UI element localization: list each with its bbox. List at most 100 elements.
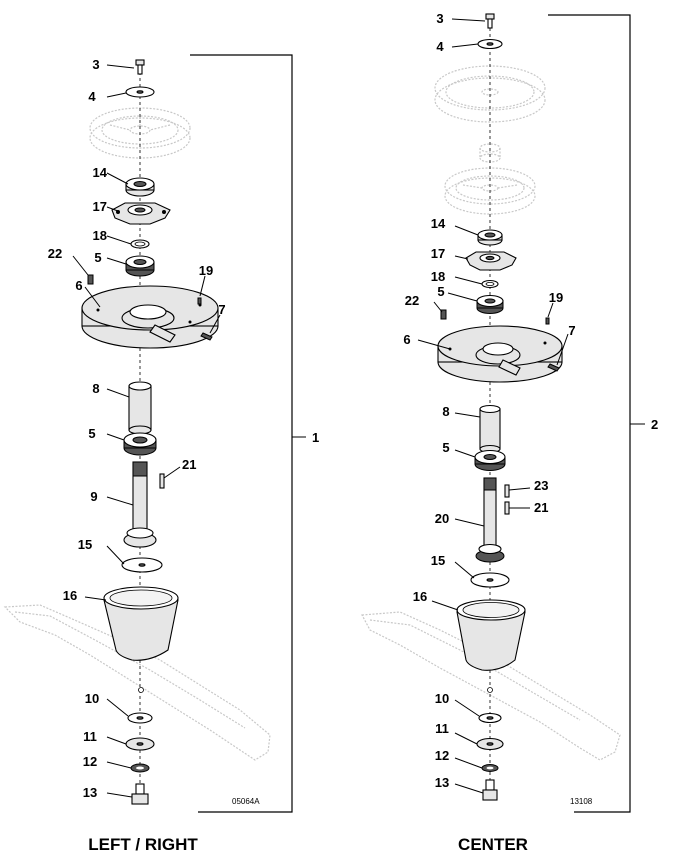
center-blade-hole bbox=[487, 687, 493, 693]
left-part-15-washer bbox=[121, 557, 163, 573]
left-part-10-washer bbox=[127, 712, 153, 724]
center-part-10-washer bbox=[478, 712, 502, 724]
left-part-14-bearing bbox=[125, 177, 155, 197]
center-callout-5-bottom: 5 bbox=[442, 440, 449, 455]
left-part-9-shaft bbox=[123, 461, 157, 548]
center-part-4-washer bbox=[477, 38, 503, 50]
left-callout-21: 21 bbox=[182, 457, 196, 472]
center-part-16-cup bbox=[456, 599, 526, 671]
left-blade-inner-outline bbox=[14, 611, 246, 729]
center-assembly: 3 4 14 17 18 5 22 19 7 6 8 5 23 21 20 15… bbox=[361, 11, 658, 854]
left-drawing-number: 05064A bbox=[232, 797, 260, 806]
center-part-15-washer bbox=[470, 572, 510, 588]
center-blade-inner-outline bbox=[369, 619, 581, 721]
center-part-12-lockwasher bbox=[481, 764, 499, 772]
left-callout-8: 8 bbox=[92, 381, 99, 396]
center-callout-5-top: 5 bbox=[437, 284, 444, 299]
left-callout-18: 18 bbox=[93, 228, 107, 243]
center-assembly-ref: 2 bbox=[651, 417, 658, 432]
left-callout-7: 7 bbox=[218, 302, 225, 317]
left-callout-22: 22 bbox=[48, 246, 62, 261]
left-blade-hole bbox=[138, 687, 144, 693]
left-callout-14: 14 bbox=[93, 165, 108, 180]
center-part-11-washer bbox=[476, 737, 504, 751]
center-part-6-housing bbox=[437, 325, 563, 383]
center-callout-22: 22 bbox=[405, 293, 419, 308]
center-callout-19: 19 bbox=[549, 290, 563, 305]
center-callout-15: 15 bbox=[431, 553, 445, 568]
center-drawing-number: 13108 bbox=[570, 797, 593, 806]
center-part-17-flange bbox=[465, 251, 517, 271]
left-callout-11: 11 bbox=[83, 729, 97, 744]
left-part-4-washer bbox=[125, 86, 155, 98]
center-callout-13: 13 bbox=[435, 775, 449, 790]
left-part-19-pin bbox=[197, 297, 202, 305]
left-callout-6: 6 bbox=[75, 278, 82, 293]
center-callout-10: 10 bbox=[435, 691, 449, 706]
left-callout-3: 3 bbox=[92, 57, 99, 72]
center-caption: CENTER bbox=[458, 835, 528, 854]
left-bracket bbox=[190, 54, 293, 813]
left-callout-5-top: 5 bbox=[94, 250, 101, 265]
left-part-16-cup bbox=[103, 586, 179, 661]
center-part-14-bearing bbox=[477, 229, 503, 246]
center-part-19-pin bbox=[545, 317, 550, 325]
center-bracket bbox=[548, 14, 631, 813]
left-callout-16: 16 bbox=[63, 588, 77, 603]
left-callout-13: 13 bbox=[83, 785, 97, 800]
center-callout-21: 21 bbox=[534, 500, 548, 515]
center-callout-3: 3 bbox=[436, 11, 443, 26]
left-part-8-spacer bbox=[128, 381, 152, 435]
center-callout-6: 6 bbox=[403, 332, 410, 347]
left-callout-5-bottom: 5 bbox=[88, 426, 95, 441]
left-part-12-lockwasher bbox=[130, 763, 150, 773]
left-part-5-bearing-bottom bbox=[123, 432, 157, 456]
center-callout-18: 18 bbox=[431, 269, 445, 284]
center-part-3-bolt bbox=[485, 13, 495, 29]
center-part-21-key bbox=[504, 501, 510, 515]
center-callout-20: 20 bbox=[435, 511, 449, 526]
center-callout-16: 16 bbox=[413, 589, 427, 604]
center-callout-17: 17 bbox=[431, 246, 445, 261]
left-assembly-ref: 1 bbox=[312, 430, 319, 445]
left-callout-4: 4 bbox=[88, 89, 96, 104]
center-leader-lines bbox=[417, 18, 569, 794]
center-hub-outline bbox=[479, 143, 501, 163]
left-callout-19: 19 bbox=[199, 263, 213, 278]
left-callout-17: 17 bbox=[93, 199, 107, 214]
left-part-17-flange bbox=[111, 202, 171, 225]
left-part-18-ring bbox=[130, 239, 150, 249]
center-part-7-bolt bbox=[547, 363, 560, 372]
center-callout-14: 14 bbox=[431, 216, 446, 231]
left-caption: LEFT / RIGHT bbox=[88, 835, 198, 854]
left-part-7-bolt bbox=[200, 332, 213, 341]
center-part-13-bolt bbox=[482, 779, 498, 801]
center-callout-7: 7 bbox=[568, 323, 575, 338]
left-callout-9: 9 bbox=[90, 489, 97, 504]
center-part-5-bearing-top bbox=[476, 294, 504, 314]
center-part-22-fitting bbox=[440, 309, 447, 320]
center-part-20-shaft bbox=[475, 477, 505, 563]
center-callout-8: 8 bbox=[442, 404, 449, 419]
center-part-23-key bbox=[504, 484, 510, 498]
left-leader-lines bbox=[72, 64, 221, 798]
center-callout-23: 23 bbox=[534, 478, 548, 493]
center-part-18-ring bbox=[481, 279, 499, 289]
left-part-3-bolt bbox=[135, 59, 145, 75]
center-callout-12: 12 bbox=[435, 748, 449, 763]
left-callout-12: 12 bbox=[83, 754, 97, 769]
left-part-11-washer bbox=[125, 737, 155, 751]
left-part-21-key bbox=[159, 473, 165, 489]
center-part-8-spacer bbox=[479, 404, 501, 454]
left-blade-outline bbox=[3, 604, 271, 761]
left-assembly: 3 4 14 17 18 22 5 19 6 7 8 5 21 9 15 16 … bbox=[3, 54, 319, 854]
center-callout-11: 11 bbox=[435, 721, 449, 736]
center-callout-4: 4 bbox=[436, 39, 444, 54]
left-part-6-housing bbox=[81, 285, 219, 349]
left-callout-15: 15 bbox=[78, 537, 92, 552]
left-part-22-fitting bbox=[87, 274, 94, 285]
center-part-5-bearing-bottom bbox=[474, 449, 506, 471]
left-part-13-bolt bbox=[131, 783, 149, 805]
left-callout-10: 10 bbox=[85, 691, 99, 706]
